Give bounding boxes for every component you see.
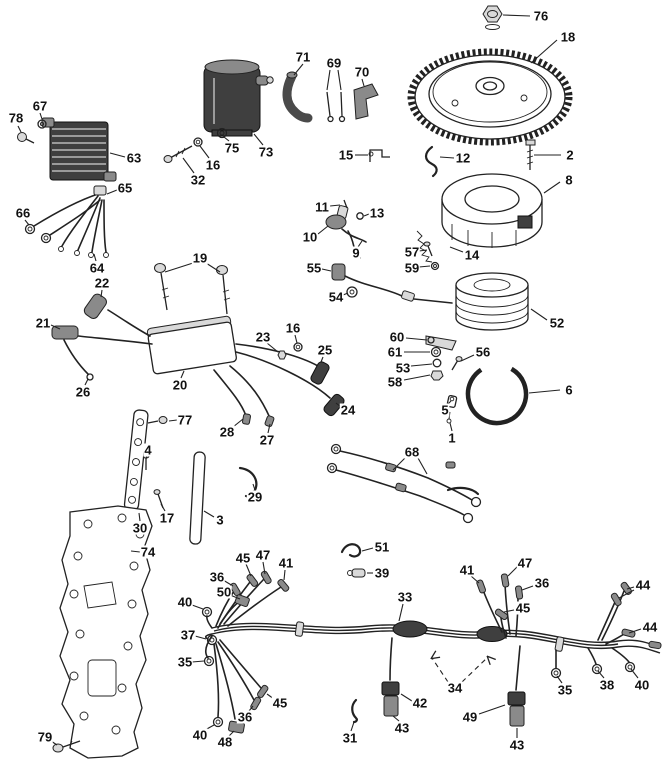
stator-ring <box>441 173 543 248</box>
return-spring <box>416 230 433 263</box>
callout-leader-lines <box>17 14 642 746</box>
pack-input-leads <box>51 293 153 381</box>
spark-plug-boot <box>282 71 313 123</box>
charge-coil <box>455 272 529 331</box>
plate-bolt <box>52 740 81 753</box>
spring-link <box>340 543 362 558</box>
mount-hardware <box>425 335 463 381</box>
spacer-strip <box>189 451 206 545</box>
ground-leads <box>24 185 109 258</box>
terminal-strip <box>123 409 149 511</box>
plug-leads <box>213 342 345 428</box>
flywheel-nut <box>482 5 503 30</box>
stator-screw <box>525 139 536 170</box>
sensor-lead <box>331 263 453 304</box>
mounting-plate <box>59 505 153 759</box>
wire-clamp <box>424 145 438 178</box>
flywheel <box>407 48 573 146</box>
spade-terminal <box>353 83 379 120</box>
rectifier <box>41 117 117 182</box>
hook-link <box>351 698 358 724</box>
adjust-screw <box>423 241 440 271</box>
trigger-sensor <box>325 199 367 259</box>
ignition-coil <box>203 59 274 137</box>
rectifier-screw <box>17 132 35 144</box>
retainer-clip <box>446 394 458 424</box>
lock-washer <box>37 119 47 129</box>
lead-assembly <box>326 443 482 524</box>
clevis-pin <box>347 568 366 578</box>
power-pack <box>146 315 237 375</box>
jumper-wire <box>238 466 258 498</box>
link-bracket <box>368 149 390 162</box>
wire-harness <box>201 570 662 734</box>
terminal-pins <box>326 91 346 123</box>
snap-ring <box>465 362 529 426</box>
coil-screw <box>163 127 228 163</box>
